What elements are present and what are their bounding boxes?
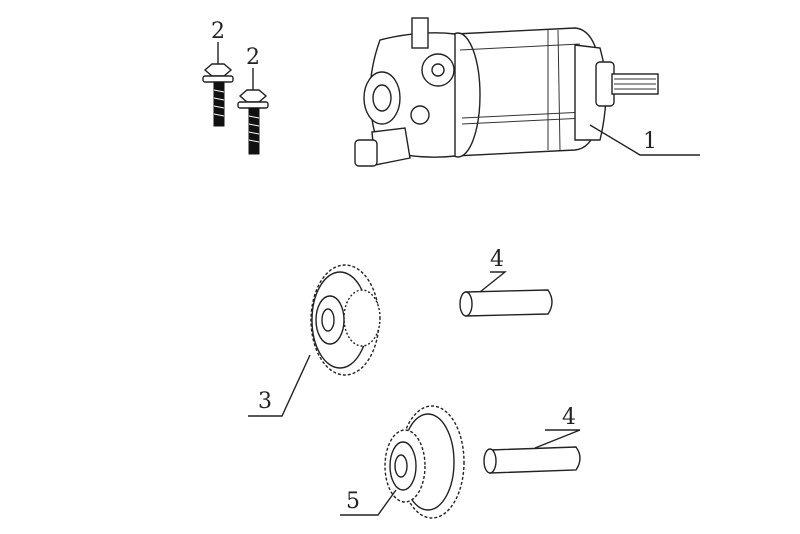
- callout-2-a: 2: [211, 19, 225, 44]
- shaft-upper: [459, 289, 553, 317]
- starter-motor: [354, 17, 659, 167]
- callout-labels: 1 2 2 3 4 4 5: [211, 19, 657, 514]
- idle-gear: [310, 264, 381, 376]
- leader-lines: [217, 42, 700, 516]
- flange-bolt-a: [202, 63, 234, 127]
- callout-2-b: 2: [246, 45, 260, 70]
- callout-3: 3: [258, 389, 272, 414]
- callout-5: 5: [346, 489, 360, 514]
- callout-4-lower: 4: [562, 405, 576, 430]
- callout-4-upper: 4: [490, 247, 504, 272]
- reduction-gear: [384, 405, 465, 519]
- callout-1: 1: [643, 129, 657, 154]
- shaft-lower: [483, 446, 581, 474]
- flange-bolt-b: [237, 89, 269, 155]
